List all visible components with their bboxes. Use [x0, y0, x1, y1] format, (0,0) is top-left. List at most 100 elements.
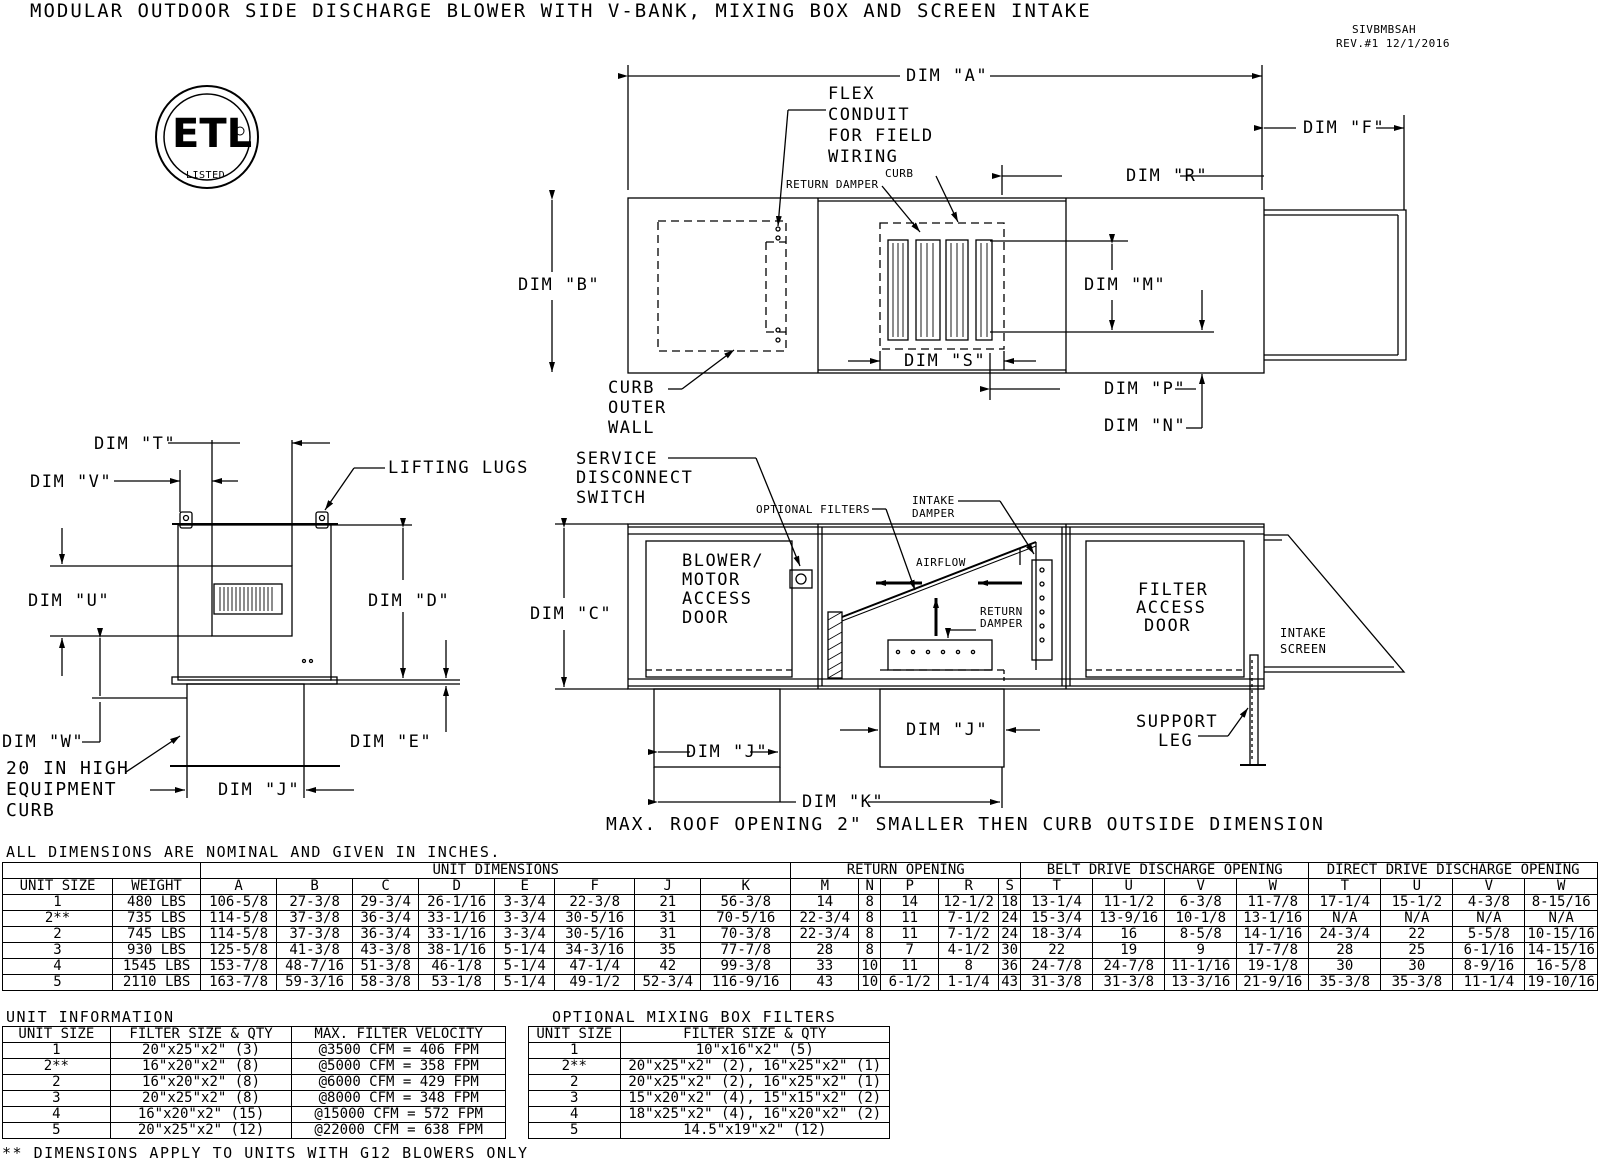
table-group-spacer	[1, 862, 202, 879]
table-header-cell: W	[1524, 878, 1598, 895]
table-header-cell: N	[858, 878, 882, 895]
intake-damper-label-1: INTAKE	[912, 494, 955, 507]
table-cell: 8	[858, 894, 882, 911]
table-cell: 5	[528, 1122, 621, 1139]
dim-s-label: DIM "S"	[904, 351, 987, 371]
table-cell: 20"x25"x2" (3)	[109, 1042, 293, 1059]
curb-outer-label-3: WALL	[608, 418, 655, 438]
table-cell: 1	[1, 894, 114, 911]
table-row: 2**20"x25"x2" (2), 16"x25"x2" (1)	[528, 1058, 891, 1075]
table-header-cell: A	[200, 878, 278, 895]
table-cell: 2**	[2, 1058, 111, 1075]
mixing-box-title: OPTIONAL MIXING BOX FILTERS	[552, 1008, 837, 1026]
table-header-cell: P	[880, 878, 940, 895]
table-cell: 9	[1164, 942, 1238, 959]
table-cell: 43	[790, 974, 860, 991]
table-cell: 13-3/16	[1164, 974, 1238, 991]
table-cell: 16	[1092, 926, 1166, 943]
curb-high-label-2: EQUIPMENT	[6, 779, 118, 800]
table-header-cell: WEIGHT	[112, 878, 202, 895]
curb-high-label-1: 20 IN HIGH	[6, 758, 130, 779]
table-header-cell: C	[352, 878, 420, 895]
table-cell: 70-5/16	[700, 910, 792, 927]
table-cell: 14.5"x19"x2" (12)	[619, 1122, 891, 1139]
table-cell: 19-1/8	[1236, 958, 1310, 975]
table-cell: 3-3/4	[494, 910, 556, 927]
table-cell: 41-3/8	[276, 942, 354, 959]
table-cell: 8-5/8	[1164, 926, 1238, 943]
table-cell: 34-3/16	[554, 942, 636, 959]
table-cell: 24	[998, 910, 1022, 927]
table-cell: 10-15/16	[1524, 926, 1598, 943]
table-cell: 13-1/4	[1020, 894, 1094, 911]
table-cell: 6-1/16	[1452, 942, 1526, 959]
curb-high-label-3: CURB	[6, 800, 56, 821]
return-damper-top-label: RETURN DAMPER	[786, 178, 879, 191]
table-cell: 2	[528, 1074, 621, 1091]
table-cell: 18	[998, 894, 1022, 911]
table-cell: 24	[998, 926, 1022, 943]
blower-door-label-1: BLOWER/	[682, 551, 765, 571]
table-cell: 18-3/4	[1020, 926, 1094, 943]
table-cell: 17-7/8	[1236, 942, 1310, 959]
table-header-cell: UNIT SIZE	[2, 1026, 111, 1043]
flex-conduit-label-3: FOR FIELD	[828, 126, 934, 146]
table-cell: 11-1/16	[1164, 958, 1238, 975]
curb-outer-label-1: CURB	[608, 378, 655, 398]
return-damper-label-1: RETURN	[980, 605, 1023, 618]
table-cell: 22-3/4	[790, 926, 860, 943]
table-cell: 22	[1380, 926, 1454, 943]
table-cell: 48-7/16	[276, 958, 354, 975]
table-cell: 53-1/8	[418, 974, 496, 991]
dim-u-label: DIM "U"	[28, 591, 111, 611]
table-cell: 11	[880, 910, 940, 927]
table-cell: 6-1/2	[880, 974, 940, 991]
table-header-cell: D	[418, 878, 496, 895]
dim-d-label: DIM "D"	[368, 591, 451, 611]
table-cell: N/A	[1308, 910, 1382, 927]
table-cell: 8	[858, 910, 882, 927]
table-cell: 7-1/2	[938, 926, 1000, 943]
table-header-cell: R	[938, 878, 1000, 895]
table-cell: 17-1/4	[1308, 894, 1382, 911]
lifting-lugs-label: LIFTING LUGS	[388, 458, 529, 478]
table-cell: 42	[634, 958, 702, 975]
table-cell: 21-9/16	[1236, 974, 1310, 991]
table-cell: 3	[2, 1090, 111, 1107]
table-cell: N/A	[1524, 910, 1598, 927]
unit-info-title: UNIT INFORMATION	[6, 1008, 175, 1026]
table-cell: @3500 CFM = 406 FPM	[291, 1042, 506, 1059]
table-cell: 20"x25"x2" (2), 16"x25"x2" (1)	[619, 1058, 891, 1075]
table-cell: 116-9/16	[700, 974, 792, 991]
table-cell: 31	[634, 910, 702, 927]
table-cell: 10-1/8	[1164, 910, 1238, 927]
dim-j-side-label: DIM "J"	[218, 780, 301, 800]
table-cell: 38-1/16	[418, 942, 496, 959]
table-cell: 7-1/2	[938, 910, 1000, 927]
table-cell: 52-3/4	[634, 974, 702, 991]
roof-opening-note: MAX. ROOF OPENING 2" SMALLER THEN CURB O…	[606, 814, 1325, 835]
table-cell: 49-1/2	[554, 974, 636, 991]
table-cell: 16"x20"x2" (15)	[109, 1106, 293, 1123]
table-header-cell: UNIT SIZE	[528, 1026, 621, 1043]
table-cell: 14	[790, 894, 860, 911]
flex-conduit-label-2: CONDUIT	[828, 105, 911, 125]
table-cell: 27-3/8	[276, 894, 354, 911]
flex-conduit-label-1: FLEX	[828, 84, 875, 104]
filter-door-label-3: DOOR	[1144, 616, 1191, 636]
table-cell: 5-5/8	[1452, 926, 1526, 943]
table-cell: 5	[1, 974, 114, 991]
table-cell: 4	[2, 1106, 111, 1123]
table-header-cell: FILTER SIZE & QTY	[619, 1026, 891, 1043]
